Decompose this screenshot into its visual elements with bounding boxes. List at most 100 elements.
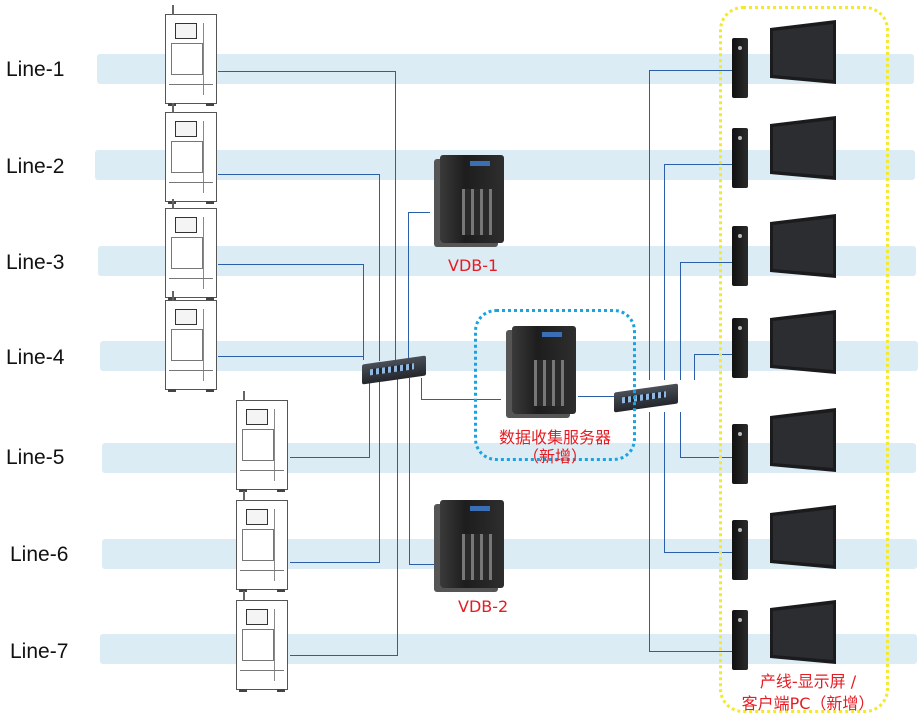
machine-mast — [243, 591, 245, 601]
collector-server — [512, 326, 576, 414]
machine-foot — [206, 297, 214, 300]
client-pc-5 — [732, 424, 748, 484]
wire-line-1-h — [218, 71, 396, 72]
server-slots — [462, 534, 498, 580]
machine-foot — [206, 103, 214, 106]
machine-foot — [277, 489, 285, 492]
machine-panel — [171, 329, 203, 361]
wire-client-6-v — [664, 412, 665, 553]
display-screen-4 — [770, 310, 836, 376]
machine-screen — [175, 217, 197, 233]
wire-client-7-v — [649, 412, 650, 652]
pc-led — [738, 618, 742, 622]
line-1-machine — [165, 5, 217, 106]
wire-vdb2-h — [409, 564, 435, 565]
line-label-5: Line-5 — [6, 446, 65, 469]
display-screen-7 — [770, 600, 836, 666]
wire-collector-switch — [578, 396, 616, 397]
machine-side — [274, 609, 283, 681]
line-6-machine — [236, 491, 288, 592]
wire-vdb2-v — [409, 378, 410, 565]
line-label-3: Line-3 — [6, 251, 65, 274]
machine-mast — [172, 199, 174, 209]
client-pc-4 — [732, 318, 748, 378]
machine-screen — [175, 121, 197, 137]
machine-side — [274, 409, 283, 481]
client-group-outline — [719, 6, 889, 713]
wire-client-2-v — [664, 164, 665, 380]
vdb-1-label: VDB-1 — [448, 256, 499, 275]
client-pc-1 — [732, 38, 748, 98]
wire-line-1-v — [395, 71, 396, 361]
wire-switch-collector-v — [421, 378, 422, 400]
vdb-2-label: VDB-2 — [458, 597, 509, 616]
switch-ports — [370, 363, 414, 376]
line-5-machine — [236, 391, 288, 492]
client-pc-7 — [732, 610, 748, 670]
machine-screen — [246, 609, 268, 625]
wire-line-3-v — [363, 264, 364, 360]
wire-vdb1-h — [408, 212, 430, 213]
server-badge — [470, 161, 490, 166]
wire-client-3-v — [680, 262, 681, 380]
machine-foot — [168, 389, 176, 392]
machine-side — [274, 509, 283, 581]
machine-base — [240, 470, 284, 485]
machine-screen — [246, 409, 268, 425]
wire-vdb1-v — [408, 212, 409, 362]
wire-client-4-v — [694, 354, 695, 380]
vdb-1-server — [440, 155, 504, 243]
machine-foot — [239, 589, 247, 592]
wire-client-2-h — [664, 164, 733, 165]
machine-mast — [172, 5, 174, 15]
pc-led — [738, 326, 742, 330]
pc-led — [738, 432, 742, 436]
line-label-2: Line-2 — [6, 155, 65, 178]
wire-line-6-h — [290, 562, 380, 563]
wire-line-5-h — [290, 457, 370, 458]
machine-panel — [242, 629, 274, 661]
line-3-machine — [165, 199, 217, 300]
wire-line-7-v — [397, 378, 398, 656]
collector-note: （新增） — [522, 447, 587, 466]
server-slots — [534, 360, 570, 406]
client-group-label-line-1: 产线-显示屏 / — [759, 672, 857, 691]
machine-side — [203, 23, 212, 95]
line-2-machine — [165, 103, 217, 204]
line-7-machine — [236, 591, 288, 692]
machine-panel — [242, 429, 274, 461]
wire-line-6-v — [379, 378, 380, 563]
machine-mast — [172, 103, 174, 113]
wire-client-1-h — [649, 70, 733, 71]
wire-switch-collector-h — [421, 399, 501, 400]
wire-client-5-h — [680, 457, 733, 458]
line-4-machine — [165, 291, 217, 392]
machine-panel — [171, 141, 203, 173]
machine-base — [169, 84, 213, 99]
wire-line-2-h — [218, 174, 380, 175]
pc-led — [738, 234, 742, 238]
client-pc-2 — [732, 128, 748, 188]
wire-line-3-h — [218, 264, 364, 265]
machine-screen — [175, 23, 197, 39]
display-screen-2 — [770, 116, 836, 182]
wire-client-7-h — [649, 651, 733, 652]
pc-led — [738, 46, 742, 50]
display-screen-1 — [770, 20, 836, 86]
machine-mast — [243, 391, 245, 401]
line-label-6: Line-6 — [10, 543, 69, 566]
server-slots — [462, 189, 498, 235]
machine-panel — [171, 43, 203, 75]
machine-base — [169, 278, 213, 293]
collector-title: 数据收集服务器 — [498, 428, 611, 447]
machine-panel — [242, 529, 274, 561]
vdb-2-server — [440, 500, 504, 588]
machine-base — [169, 370, 213, 385]
machine-screen — [246, 509, 268, 525]
machine-screen — [175, 309, 197, 325]
wire-line-7-h — [290, 655, 398, 656]
line-label-1: Line-1 — [6, 58, 65, 81]
machine-side — [203, 217, 212, 289]
line-label-7: Line-7 — [10, 640, 69, 663]
machine-foot — [277, 689, 285, 692]
